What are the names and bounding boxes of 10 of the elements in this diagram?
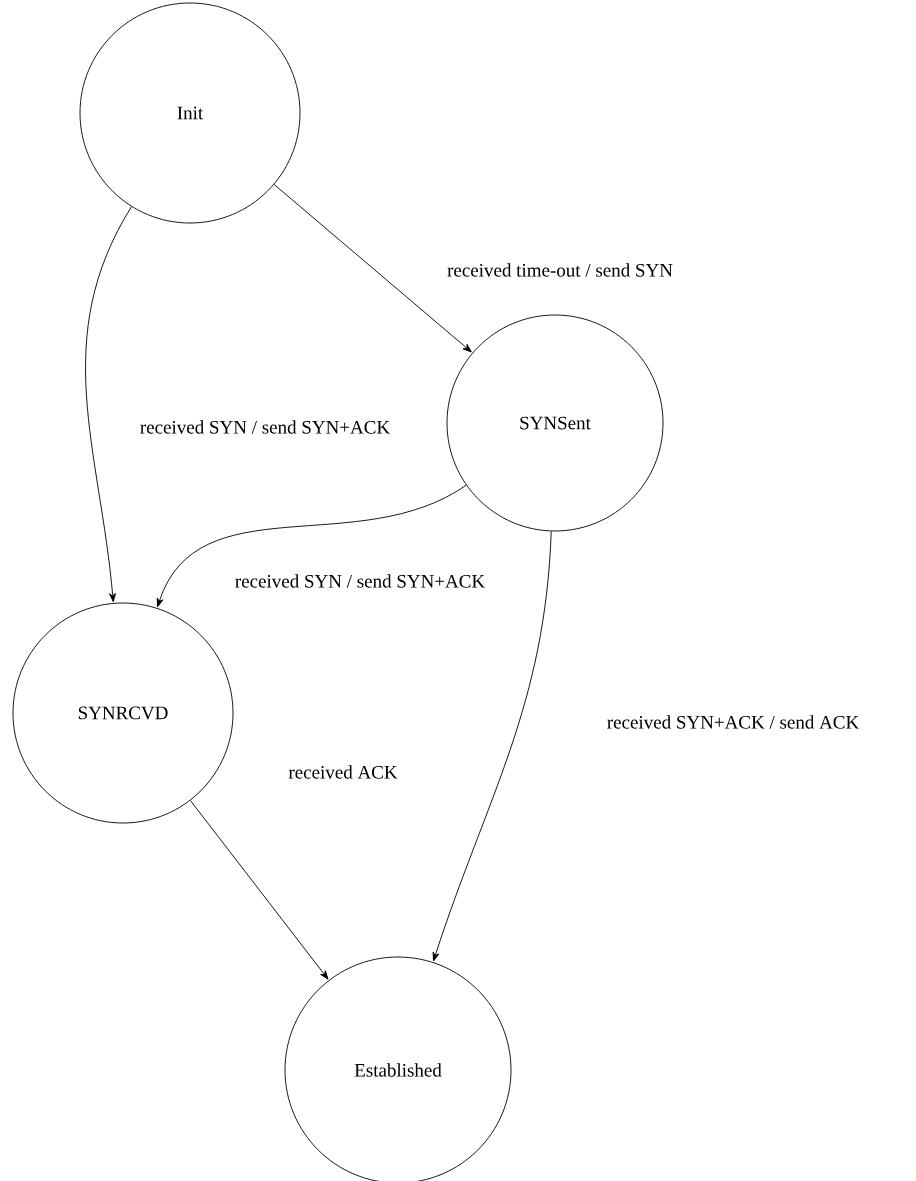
arrow (273, 184, 472, 353)
arrow (156, 484, 467, 608)
edge-label: received SYN / send SYN+ACK (233, 573, 487, 589)
arrow (85, 206, 132, 603)
edge-label: received time-out / send SYN (446, 262, 674, 278)
edge-label: received SYN / send SYN+ACK (138, 419, 392, 435)
edge-label: received SYN+ACK / send ACK (605, 714, 861, 730)
arrow (189, 800, 329, 980)
edge-label: received ACK (287, 764, 399, 780)
arrow (432, 530, 552, 962)
